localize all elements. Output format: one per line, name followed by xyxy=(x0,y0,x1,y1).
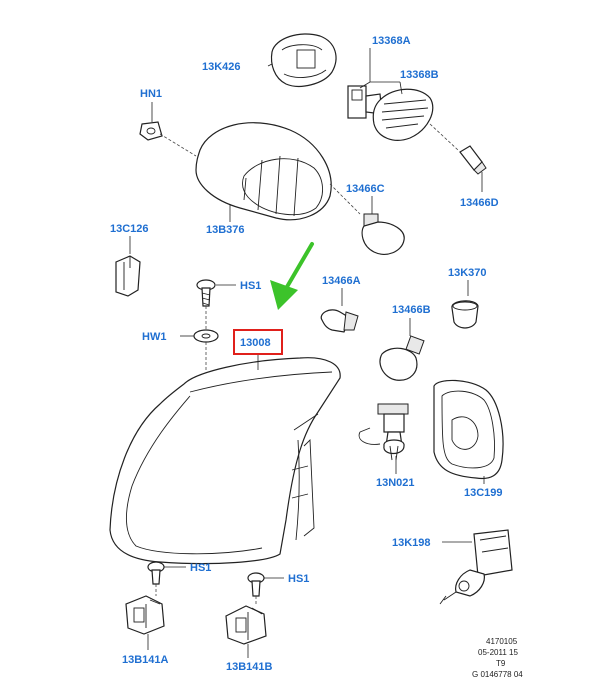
part-13008-headlamp-drawing xyxy=(109,354,341,565)
label-HW1[interactable]: HW1 xyxy=(142,331,166,343)
part-13B141A-drawing xyxy=(125,561,186,650)
part-HN1-drawing xyxy=(139,102,197,157)
reference-line-1: 4170105 xyxy=(486,637,518,646)
label-13K426[interactable]: 13K426 xyxy=(202,61,241,73)
label-13466D[interactable]: 13466D xyxy=(460,197,499,209)
part-13K426-drawing xyxy=(267,33,337,87)
label-13B141B[interactable]: 13B141B xyxy=(226,661,273,673)
part-13B141B-drawing xyxy=(225,572,284,658)
part-13K198-drawing xyxy=(439,529,513,605)
part-13B376-drawing xyxy=(195,122,361,222)
part-13C199-drawing xyxy=(433,379,504,484)
reference-line-3: T9 xyxy=(496,659,506,668)
part-13466D-drawing xyxy=(459,145,487,192)
reference-line-4: G 0146778 04 xyxy=(472,670,523,679)
label-HS1-top[interactable]: HS1 xyxy=(240,280,261,292)
label-13N021[interactable]: 13N021 xyxy=(376,477,415,489)
part-HS1-top-drawing xyxy=(196,279,236,307)
label-13K198[interactable]: 13K198 xyxy=(392,537,431,549)
label-13C199[interactable]: 13C199 xyxy=(464,487,503,499)
part-HW1-drawing xyxy=(180,306,219,372)
label-13C126[interactable]: 13C126 xyxy=(110,223,149,235)
label-13B376[interactable]: 13B376 xyxy=(206,224,245,236)
part-13368-drawing xyxy=(347,48,459,151)
label-13008[interactable]: 13008 xyxy=(240,337,271,349)
part-13466C-drawing xyxy=(361,196,405,255)
label-13466B[interactable]: 13466B xyxy=(392,304,431,316)
label-13B141A[interactable]: 13B141A xyxy=(122,654,169,666)
label-13466C[interactable]: 13466C xyxy=(346,183,385,195)
part-13C126-drawing xyxy=(115,236,141,297)
part-13N021-drawing xyxy=(358,403,409,474)
reference-line-2: 05-2011 15 xyxy=(478,648,518,657)
label-13K370[interactable]: 13K370 xyxy=(448,267,487,279)
label-HS1-bottom-left[interactable]: HS1 xyxy=(190,562,211,574)
pointer-arrow xyxy=(270,242,314,310)
label-HN1[interactable]: HN1 xyxy=(140,88,162,100)
label-HS1-bottom-right[interactable]: HS1 xyxy=(288,573,309,585)
highlight-box xyxy=(233,329,283,355)
part-13K370-drawing xyxy=(451,280,479,329)
label-13466A[interactable]: 13466A xyxy=(322,275,361,287)
label-13368B[interactable]: 13368B xyxy=(400,69,439,81)
label-13368A[interactable]: 13368A xyxy=(372,35,411,47)
part-13466B-drawing xyxy=(379,318,425,381)
part-13466A-drawing xyxy=(320,288,359,333)
